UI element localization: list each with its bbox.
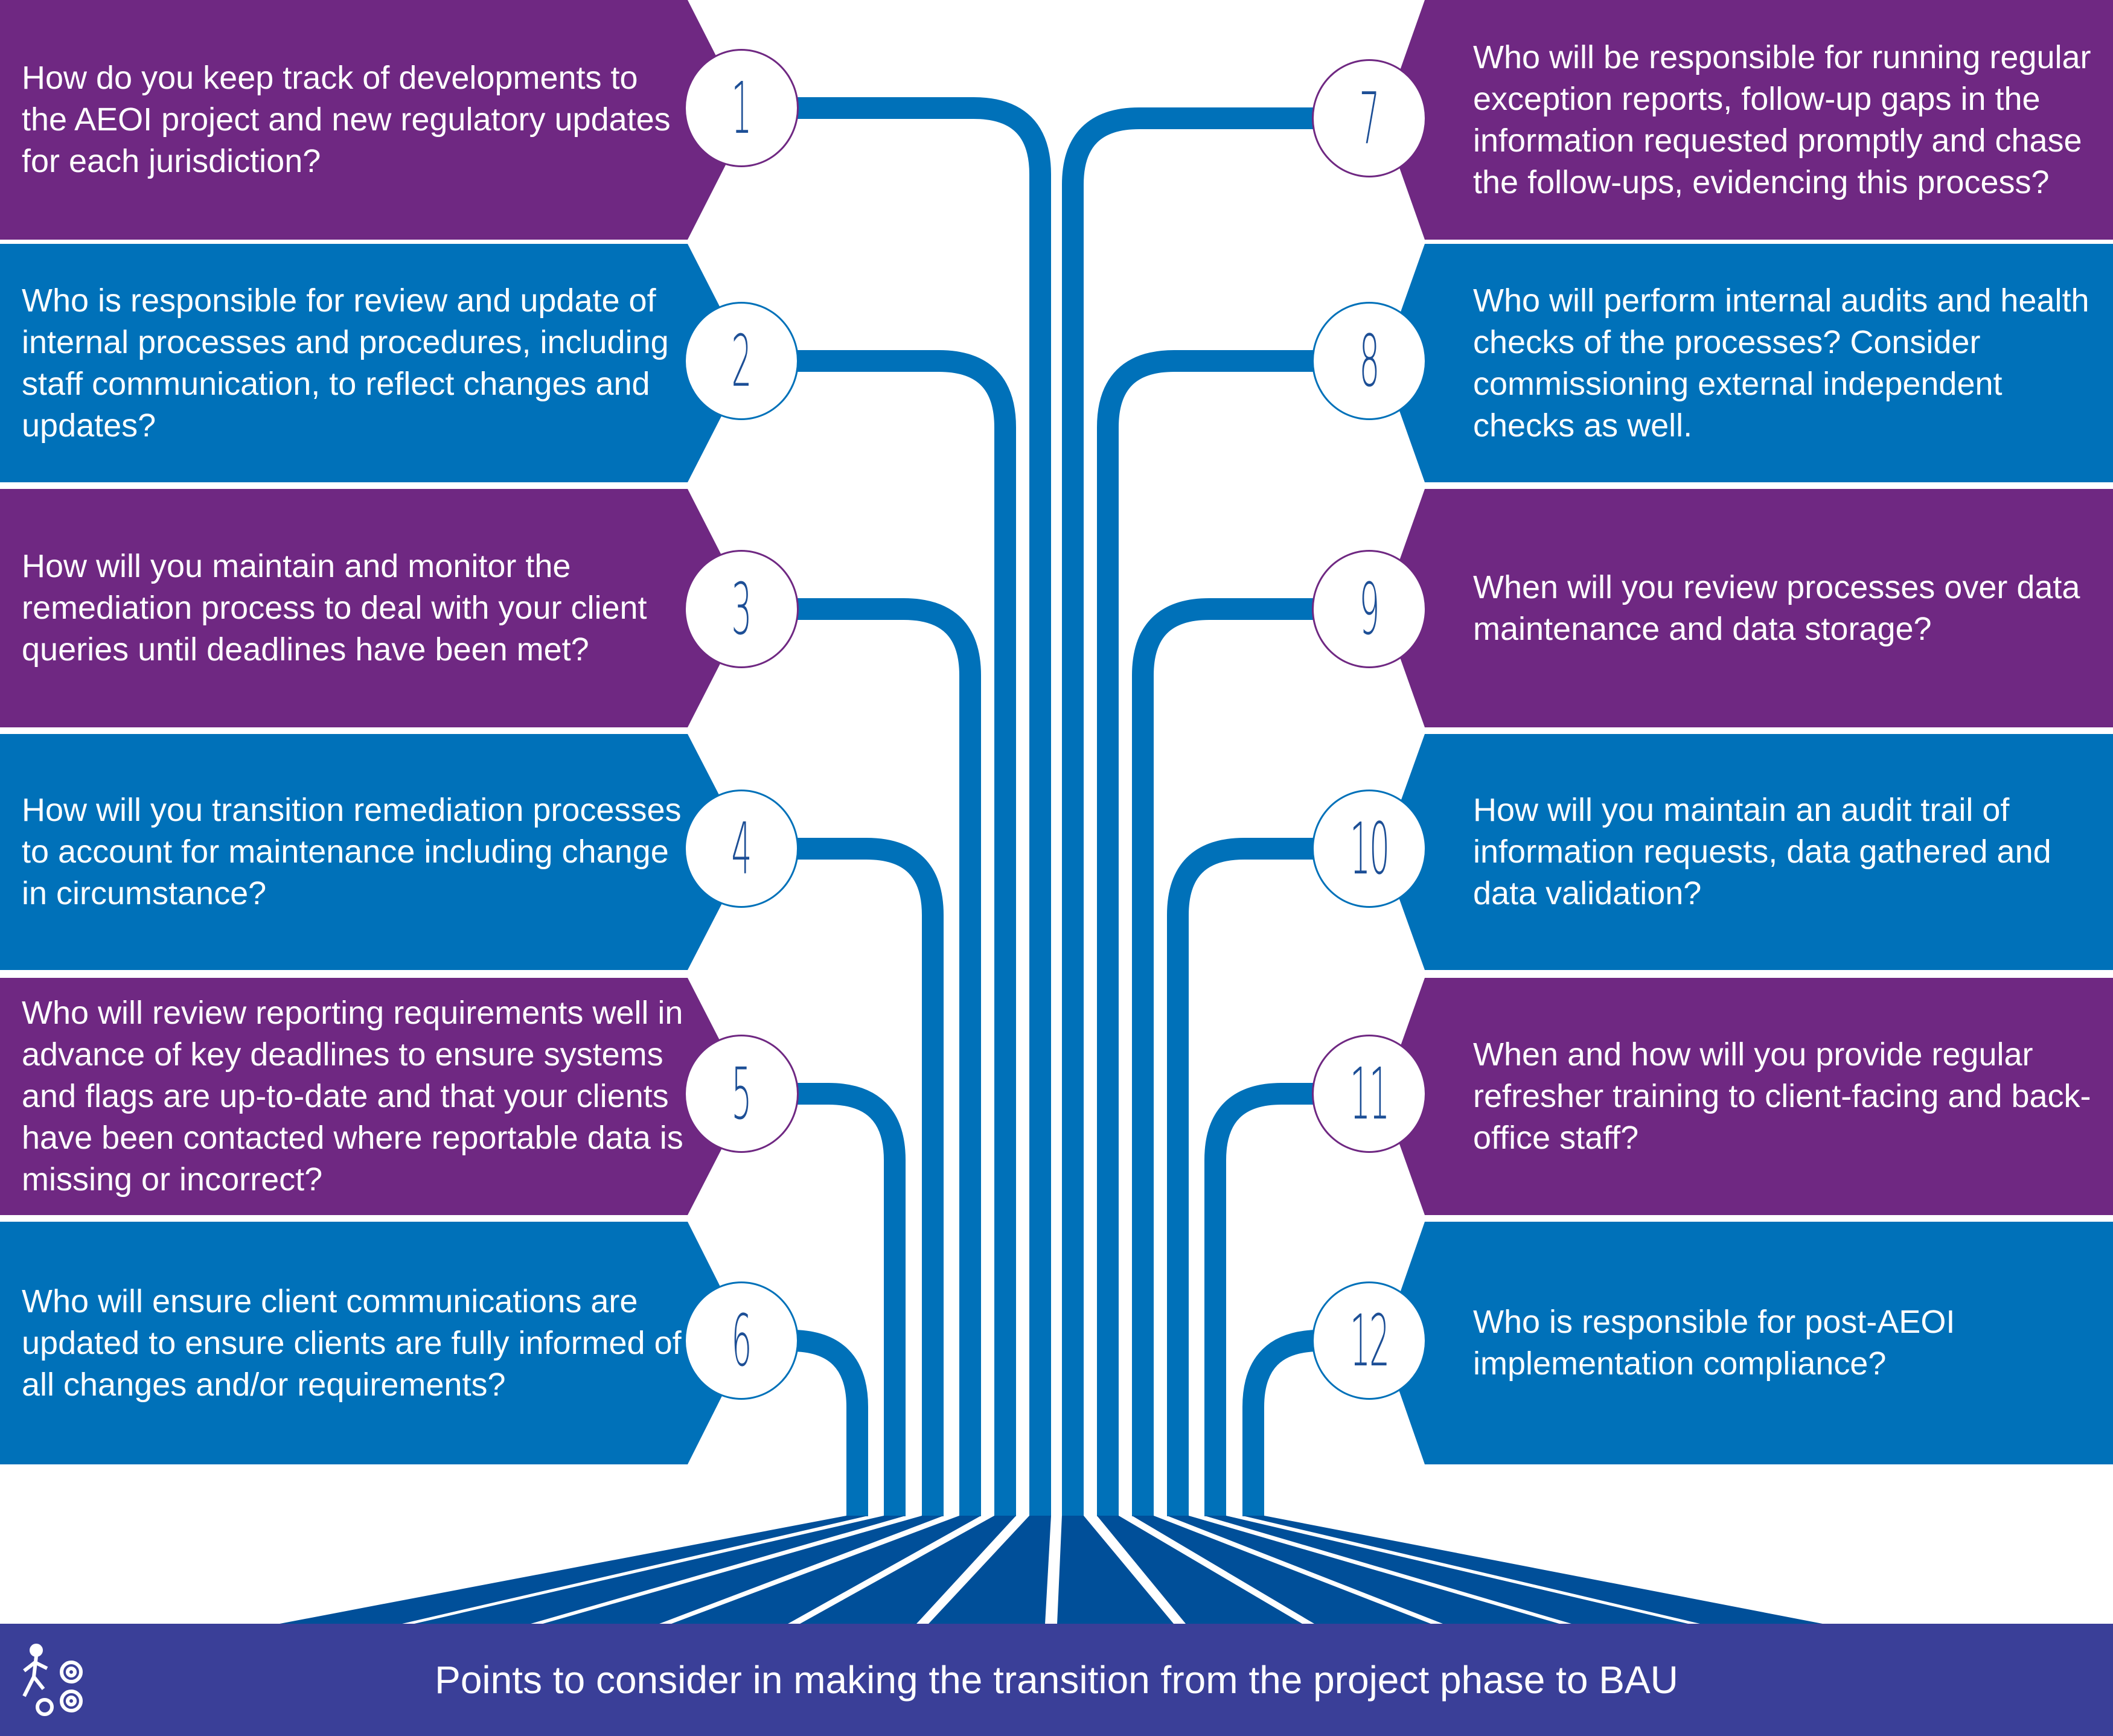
question-panel-1: How do you keep track of developments to… bbox=[0, 0, 749, 240]
number-badge-12: 12 bbox=[1312, 1281, 1427, 1400]
question-panel-11: When and how will you provide regular re… bbox=[1383, 978, 2113, 1215]
fan-strip bbox=[928, 1516, 1051, 1624]
question-panel-8: Who will perform internal audits and hea… bbox=[1383, 244, 2113, 482]
fan-strip bbox=[670, 1516, 981, 1624]
number-badge-6: 6 bbox=[684, 1281, 799, 1400]
number-label: 4 bbox=[731, 807, 752, 890]
person-gears-icon bbox=[22, 1644, 83, 1716]
banner-title: Points to consider in making the transit… bbox=[435, 1658, 1678, 1702]
question-panel-6: Who will ensure client communications ar… bbox=[0, 1222, 749, 1464]
connector-line-6 bbox=[790, 1330, 868, 1516]
number-label: 5 bbox=[731, 1052, 752, 1135]
connector-line-2 bbox=[790, 350, 1016, 1516]
question-panel-12: Who is responsible for post-AEOI impleme… bbox=[1383, 1222, 2113, 1464]
question-text: Who is responsible for post-AEOI impleme… bbox=[1473, 1304, 1955, 1382]
fan-strip bbox=[540, 1516, 944, 1624]
question-panel-2: Who is responsible for review and update… bbox=[0, 244, 749, 482]
number-label: 8 bbox=[1359, 319, 1380, 403]
number-label: 10 bbox=[1350, 807, 1390, 890]
connector-line-1 bbox=[790, 97, 1051, 1516]
question-text: Who will review reporting requirements w… bbox=[22, 995, 683, 1198]
question-panel-7: Who will be responsible for running regu… bbox=[1383, 0, 2113, 240]
number-badge-2: 2 bbox=[684, 302, 799, 420]
connector-line-9 bbox=[1132, 598, 1321, 1516]
fan-strip bbox=[1242, 1516, 1826, 1624]
fan-strip bbox=[411, 1516, 906, 1624]
fan-strip bbox=[1167, 1516, 1562, 1624]
question-text: How do you keep track of developments to… bbox=[22, 60, 671, 179]
connector-line-5 bbox=[790, 1083, 906, 1516]
fan-strip bbox=[1204, 1516, 1691, 1624]
connector-line-10 bbox=[1167, 838, 1321, 1516]
number-badge-11: 11 bbox=[1312, 1035, 1427, 1153]
question-panel-4: How will you transition remediation proc… bbox=[0, 734, 749, 970]
number-label: 6 bbox=[731, 1299, 752, 1382]
question-panel-3: How will you maintain and monitor the re… bbox=[0, 489, 749, 727]
number-badge-7: 7 bbox=[1312, 59, 1427, 177]
number-label: 9 bbox=[1359, 567, 1380, 651]
number-badge-3: 3 bbox=[684, 550, 799, 668]
question-panel-10: How will you maintain an audit trail of … bbox=[1383, 734, 2113, 970]
question-text: When will you review processes over data… bbox=[1473, 569, 2080, 647]
number-label: 11 bbox=[1350, 1052, 1390, 1135]
question-text: Who will perform internal audits and hea… bbox=[1473, 282, 2089, 444]
number-badge-9: 9 bbox=[1312, 550, 1427, 668]
number-badge-1: 1 bbox=[684, 49, 799, 167]
fan-strip bbox=[799, 1516, 1016, 1624]
connector-line-3 bbox=[790, 598, 981, 1516]
question-text: How will you transition remediation proc… bbox=[22, 792, 682, 911]
number-label: 1 bbox=[731, 66, 752, 150]
connector-line-7 bbox=[1062, 107, 1321, 1516]
fan-strip bbox=[1132, 1516, 1433, 1624]
fan-strip bbox=[277, 1516, 868, 1624]
number-badge-8: 8 bbox=[1312, 302, 1427, 420]
connector-line-8 bbox=[1097, 350, 1321, 1516]
number-badge-4: 4 bbox=[684, 790, 799, 908]
connector-line-12 bbox=[1242, 1330, 1321, 1516]
number-label: 2 bbox=[731, 319, 752, 403]
connector-line-11 bbox=[1204, 1083, 1321, 1516]
number-badge-10: 10 bbox=[1312, 790, 1427, 908]
question-panel-5: Who will review reporting requirements w… bbox=[0, 978, 749, 1215]
question-text: How will you maintain an audit trail of … bbox=[1473, 792, 2051, 911]
connector-line-4 bbox=[790, 838, 944, 1516]
question-text: When and how will you provide regular re… bbox=[1473, 1036, 2091, 1156]
question-text: Who is responsible for review and update… bbox=[22, 282, 669, 444]
question-panel-9: When will you review processes over data… bbox=[1383, 489, 2113, 727]
fan-strip bbox=[1097, 1516, 1303, 1624]
footer-banner: Points to consider in making the transit… bbox=[0, 1624, 2113, 1736]
question-text: How will you maintain and monitor the re… bbox=[22, 548, 647, 668]
number-badge-5: 5 bbox=[684, 1035, 799, 1153]
number-label: 7 bbox=[1359, 77, 1380, 160]
fan-strip bbox=[1057, 1516, 1174, 1624]
question-text: Who will be responsible for running regu… bbox=[1473, 39, 2091, 200]
question-text: Who will ensure client communications ar… bbox=[22, 1283, 682, 1403]
number-label: 12 bbox=[1350, 1299, 1390, 1382]
number-label: 3 bbox=[731, 567, 752, 651]
